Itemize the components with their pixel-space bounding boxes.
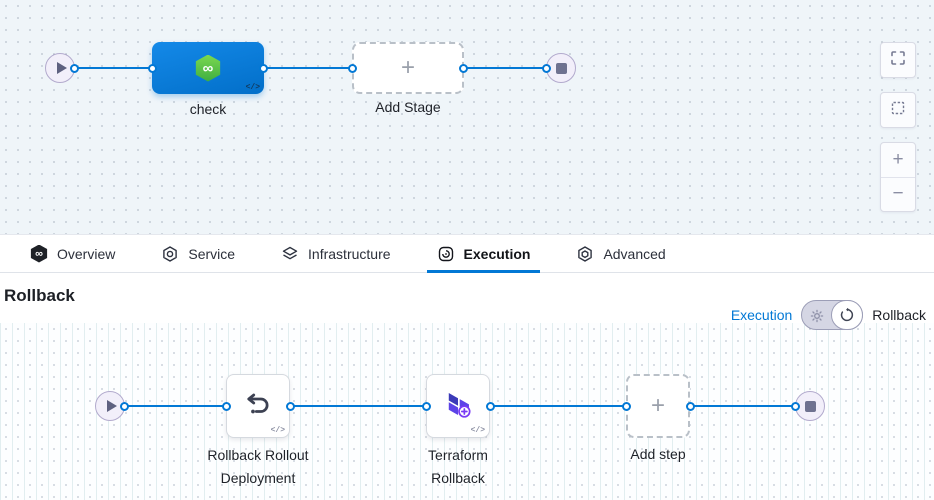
- zoom-out-button[interactable]: −: [881, 178, 915, 212]
- harness-cd-stage-icon: ∞: [195, 54, 221, 82]
- connector-port[interactable]: [486, 402, 495, 411]
- tab-advanced[interactable]: Advanced: [566, 235, 675, 272]
- step-label-line: Rollback Rollout: [207, 447, 309, 463]
- connector-line: [290, 405, 426, 407]
- plus-icon: +: [400, 54, 415, 81]
- connector-port[interactable]: [686, 402, 695, 411]
- zoom-control-group: + −: [880, 142, 916, 212]
- fullscreen-icon: [890, 50, 906, 71]
- rollback-toggle-label: Rollback: [872, 307, 926, 323]
- play-icon: [56, 62, 67, 74]
- plus-icon: +: [650, 392, 665, 419]
- execution-rollback-toggle[interactable]: [801, 300, 864, 330]
- connector-port[interactable]: [259, 64, 268, 73]
- tab-execution[interactable]: Execution: [426, 235, 541, 273]
- service-icon: [161, 245, 179, 263]
- execution-section-header: Rollback Execution Rollback: [0, 273, 934, 330]
- execution-link[interactable]: Execution: [730, 307, 793, 323]
- fullscreen-button[interactable]: [880, 42, 916, 78]
- stage-label: check: [189, 101, 227, 117]
- step-node-terraform-rollback[interactable]: </>: [426, 374, 490, 438]
- plus-icon: +: [892, 148, 904, 170]
- step-label: Rollback Rollout Deployment: [186, 444, 330, 490]
- advanced-icon: [576, 245, 594, 263]
- stop-icon: [555, 62, 567, 74]
- connector-port[interactable]: [222, 402, 231, 411]
- rollback-undo-icon: [243, 389, 273, 424]
- connector-line: [263, 67, 352, 69]
- step-label: Terraform Rollback: [386, 444, 530, 490]
- minus-icon: −: [892, 183, 904, 205]
- execution-gear-icon: [810, 309, 824, 323]
- terraform-icon: [443, 389, 473, 424]
- code-icon: </>: [245, 83, 260, 92]
- rollback-steps-canvas[interactable]: </> Rollback Rollout Deployment </> Terr…: [0, 323, 934, 500]
- connector-line: [690, 405, 795, 407]
- connector-line: [124, 405, 226, 407]
- play-icon: [106, 400, 117, 412]
- stage-pipeline-canvas[interactable]: ∞ </> check + Add Stage + −: [0, 0, 934, 234]
- tab-infrastructure[interactable]: Infrastructure: [271, 235, 400, 272]
- rollback-end-node: [795, 391, 825, 421]
- add-step-button[interactable]: +: [626, 374, 690, 438]
- tab-label: Infrastructure: [308, 245, 391, 262]
- section-title: Rollback: [4, 286, 75, 305]
- connector-port[interactable]: [286, 402, 295, 411]
- stop-icon: [804, 400, 816, 412]
- tab-overview[interactable]: ∞ Overview: [20, 235, 125, 272]
- harness-overview-icon: ∞: [30, 244, 48, 263]
- connector-port[interactable]: [70, 64, 79, 73]
- tab-service[interactable]: Service: [151, 235, 245, 272]
- connector-port[interactable]: [459, 64, 468, 73]
- connector-line: [463, 67, 546, 69]
- connector-line: [490, 405, 626, 407]
- code-icon: </>: [270, 426, 285, 435]
- add-step-label: Add step: [630, 446, 686, 462]
- pipeline-end-node: [546, 53, 576, 83]
- connector-line: [74, 67, 152, 69]
- connector-port[interactable]: [348, 64, 357, 73]
- connector-port[interactable]: [148, 64, 157, 73]
- connector-port[interactable]: [791, 402, 800, 411]
- connector-port[interactable]: [542, 64, 551, 73]
- tab-label: Advanced: [603, 245, 666, 262]
- zoom-in-button[interactable]: +: [881, 143, 915, 178]
- stage-node-check[interactable]: ∞ </>: [152, 42, 264, 94]
- execution-icon: [437, 245, 455, 263]
- connector-port[interactable]: [120, 402, 129, 411]
- zoom-to-selection-button[interactable]: [880, 92, 916, 128]
- add-stage-label: Add Stage: [375, 99, 441, 115]
- connector-port[interactable]: [422, 402, 431, 411]
- step-node-rollback-rollout[interactable]: </>: [226, 374, 290, 438]
- tab-label: Overview: [57, 245, 116, 262]
- code-icon: </>: [470, 426, 485, 435]
- add-stage-button[interactable]: +: [352, 42, 464, 94]
- pipeline-tab-bar: ∞ Overview Service Infrastructure Execut…: [0, 234, 934, 273]
- rollback-toggle-thumb[interactable]: [831, 300, 864, 330]
- tab-label: Service: [188, 245, 236, 262]
- execution-rollback-switcher: Execution Rollback: [731, 300, 926, 330]
- step-label-line: Deployment: [220, 470, 296, 486]
- tab-label: Execution: [463, 245, 531, 262]
- step-label-line: Terraform: [428, 447, 488, 463]
- selection-marquee-icon: [890, 100, 906, 121]
- infrastructure-icon: [281, 245, 299, 263]
- step-label-line: Rollback: [431, 470, 485, 486]
- connector-port[interactable]: [622, 402, 631, 411]
